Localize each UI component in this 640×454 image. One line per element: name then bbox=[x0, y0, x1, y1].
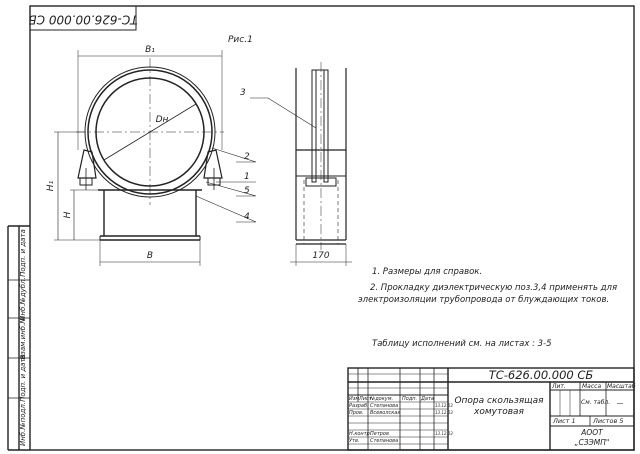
row-utv-role: Утв. bbox=[349, 438, 360, 444]
org-line2: „СЗЭМП" bbox=[575, 438, 610, 447]
row-prov-role: Пров. bbox=[349, 410, 364, 416]
dim-b: B bbox=[147, 251, 153, 261]
org-line1: АООТ bbox=[580, 428, 604, 437]
callout-2: 2 bbox=[244, 152, 250, 162]
row-prov-date: 13.12.03 bbox=[435, 410, 453, 415]
row-prov-name: Всеволская bbox=[370, 410, 400, 416]
dim-dn: Dн bbox=[156, 115, 169, 125]
callout-4: 4 bbox=[244, 212, 250, 222]
row-nkontr-name: Петров bbox=[370, 431, 389, 437]
note-1: 1. Размеры для справок. bbox=[372, 267, 482, 277]
side-view bbox=[290, 62, 352, 266]
side-label-3: Взам.инб.№ bbox=[19, 316, 27, 359]
callout-3: 3 bbox=[240, 88, 246, 98]
callout-1: 1 bbox=[244, 172, 250, 182]
hdr-data: Дата bbox=[420, 396, 434, 402]
title-name-line1: Опора скользящая bbox=[454, 396, 544, 406]
dim-b1: B₁ bbox=[145, 45, 155, 55]
dim-170: 170 bbox=[312, 251, 329, 261]
side-label-5: Подп. и дата bbox=[19, 229, 27, 277]
front-view bbox=[54, 50, 224, 266]
mass-value: См. табл. bbox=[581, 399, 610, 406]
row-razrab-role: Разраб. bbox=[349, 403, 369, 409]
hdr-ndoc: №докум. bbox=[369, 396, 393, 402]
note-2: 2. Прокладку диэлектрическую поз.3,4 при… bbox=[370, 283, 617, 293]
doc-code-top: ТС-626.00.000 СБ bbox=[28, 13, 137, 27]
figure-label: Рис.1 bbox=[228, 35, 253, 45]
callout-leaders bbox=[195, 97, 317, 223]
row-nkontr-date: 13.12.03 bbox=[435, 431, 453, 436]
row-razrab-name: Степанова bbox=[370, 403, 398, 409]
title-doc-code: ТС-626.00.000 СБ bbox=[489, 368, 594, 382]
title-block bbox=[347, 367, 635, 451]
title-name-line2: хомутовая bbox=[473, 407, 525, 417]
side-label-2: Подп. и дата bbox=[19, 354, 27, 402]
side-label-1: Инб.№подл. bbox=[19, 402, 27, 446]
note-2-cont: электроизоляции трубопровода от блуждающ… bbox=[358, 295, 609, 305]
row-nkontr-role: Н.контр. bbox=[349, 431, 371, 437]
dim-h1: H₁ bbox=[46, 180, 56, 191]
hdr-izm: Изм bbox=[349, 396, 359, 402]
hdr-list: Лист bbox=[358, 396, 373, 402]
callout-5: 5 bbox=[244, 186, 250, 196]
sheet-frame bbox=[29, 5, 635, 451]
sheet-number: Лист 1 bbox=[552, 417, 576, 425]
hdr-lit: Лит. bbox=[551, 383, 566, 390]
row-utv-name: Степанова bbox=[370, 438, 398, 444]
sheets-total: Листов 5 bbox=[592, 417, 623, 425]
hdr-podp: Подп. bbox=[402, 396, 417, 402]
row-razrab-date: 13.12.03 bbox=[435, 403, 453, 408]
scale-value: — bbox=[617, 399, 624, 407]
side-label-4: Инб.№дубл. bbox=[19, 277, 27, 321]
hdr-scale: Масштаб bbox=[607, 383, 636, 390]
dim-h: H bbox=[63, 211, 73, 218]
table-reference: Таблицу исполнений см. на листах : 3-5 bbox=[372, 339, 552, 349]
hdr-mass: Масса bbox=[582, 383, 601, 390]
